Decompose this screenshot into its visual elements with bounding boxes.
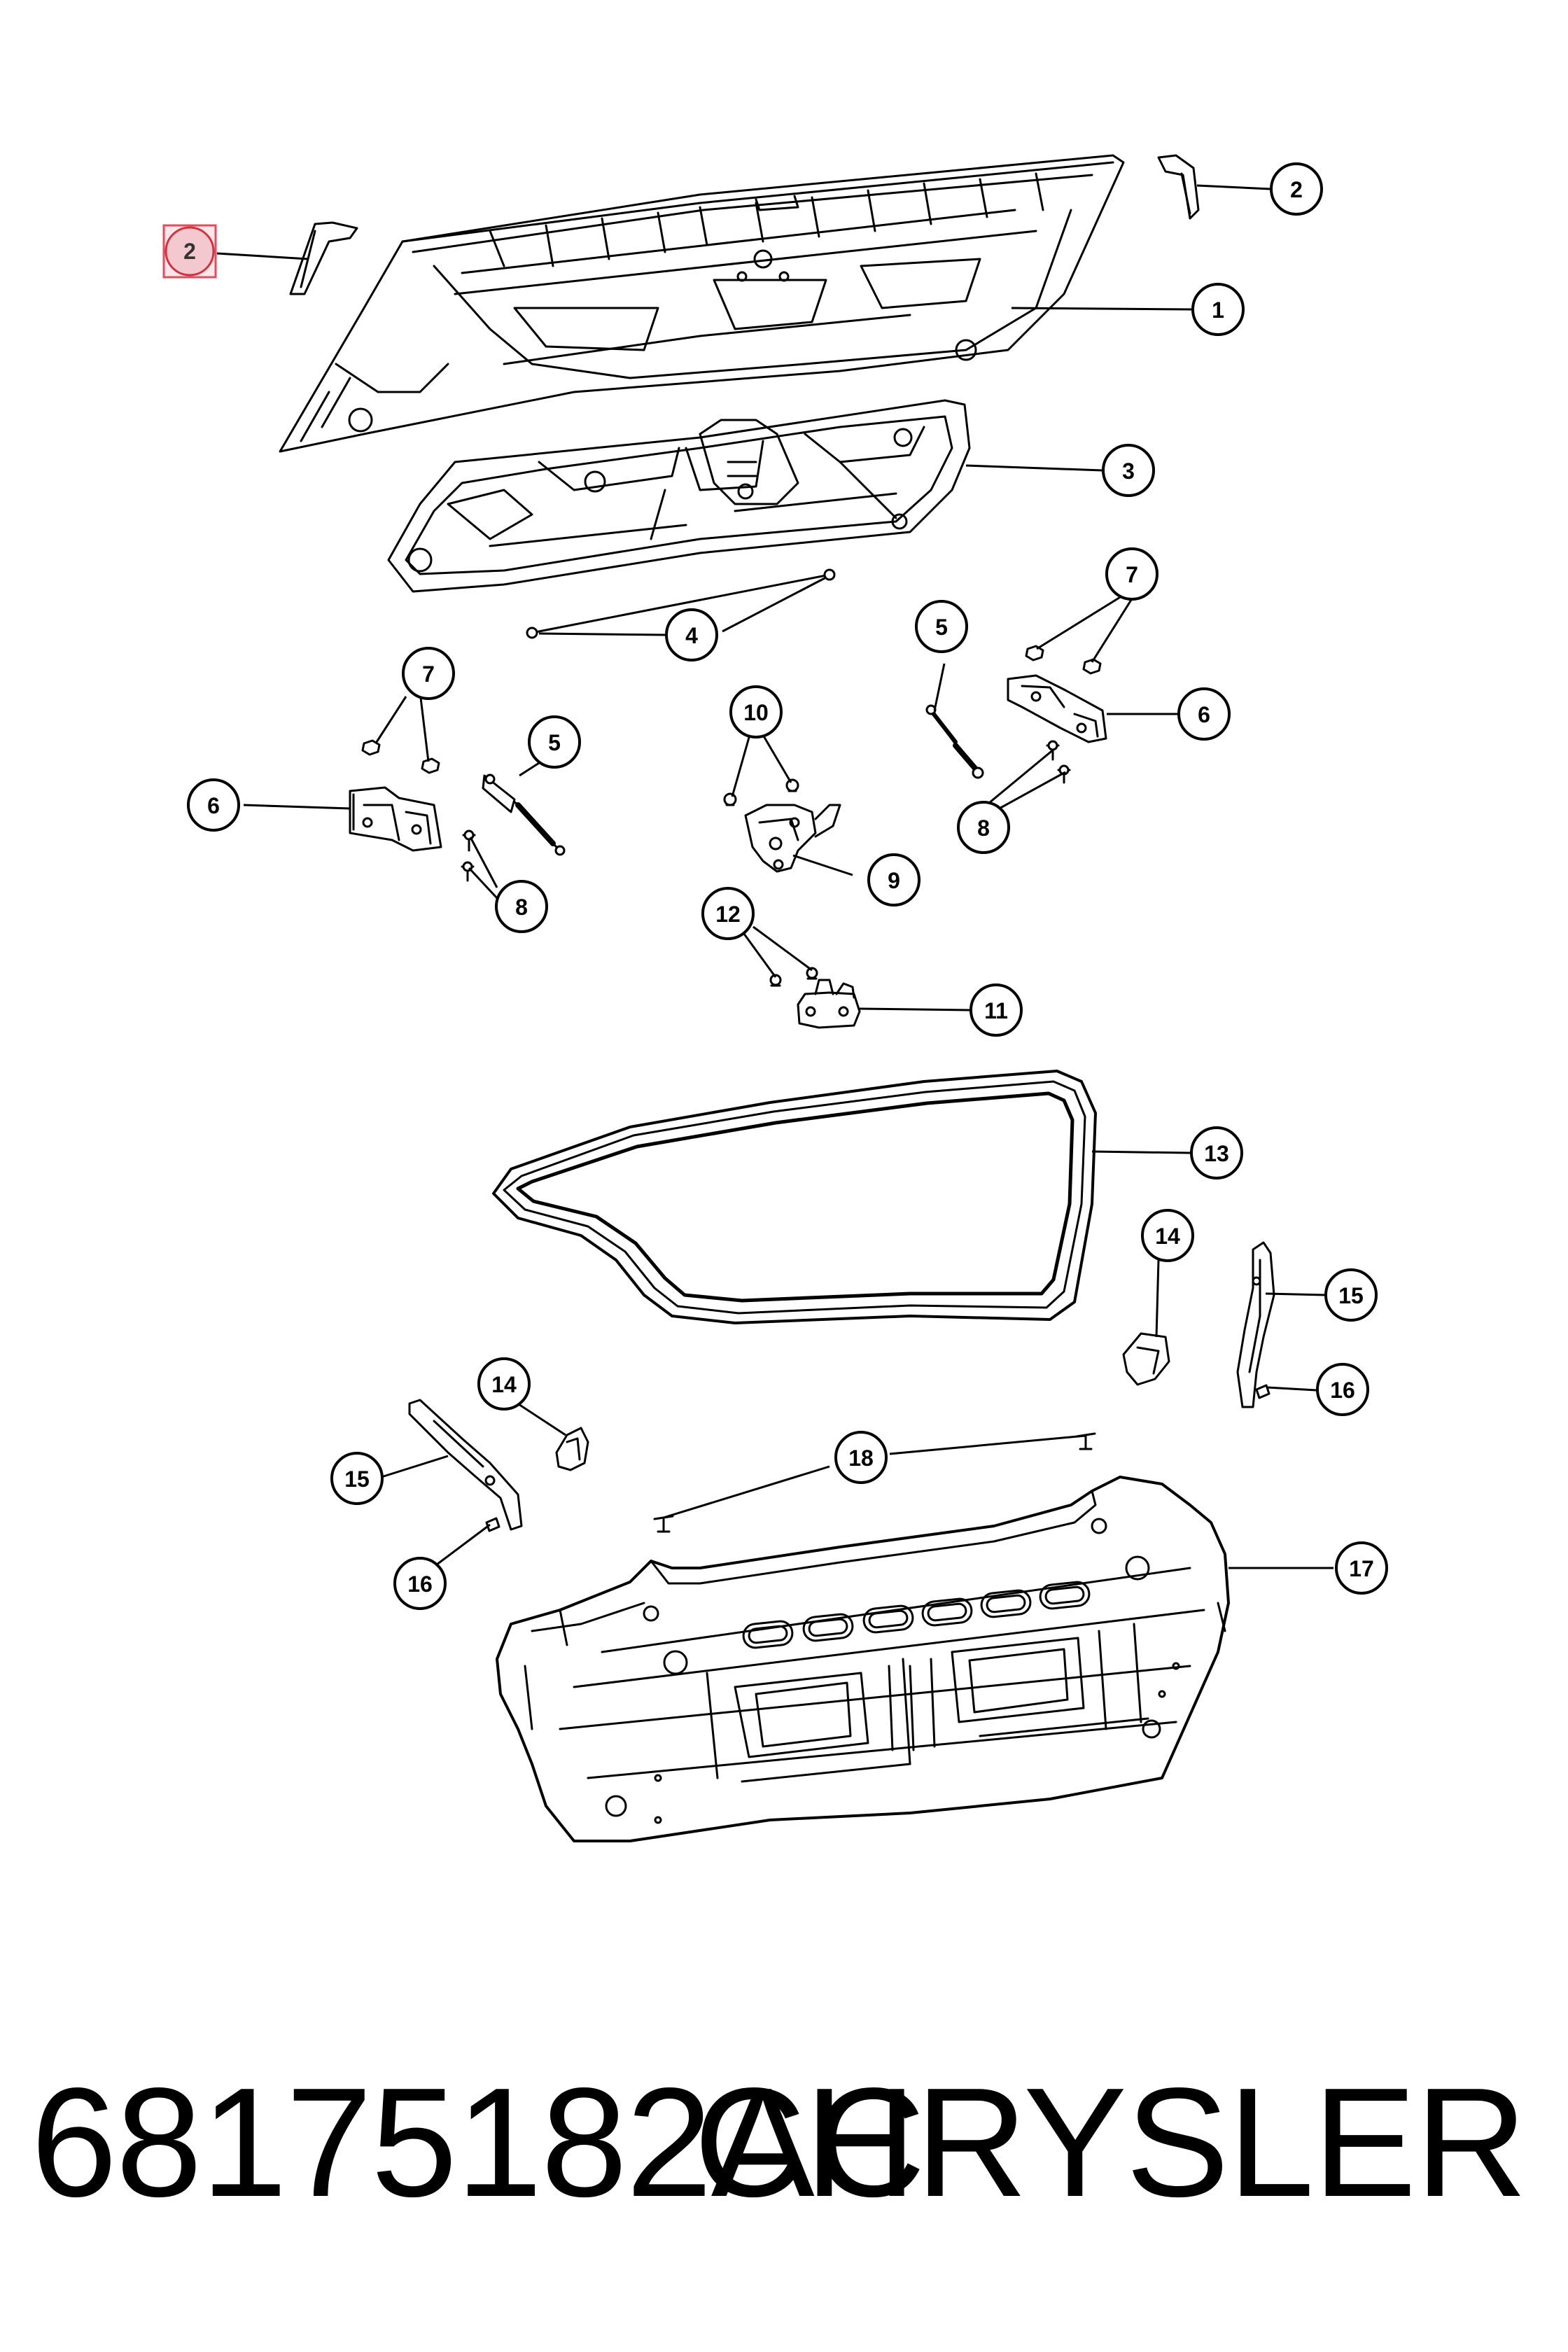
- callout-2-highlighted[interactable]: 2: [162, 224, 217, 279]
- callout-15[interactable]: 15: [330, 1452, 384, 1505]
- callout-label: 2: [1290, 177, 1303, 202]
- deck-lid-part: [279, 154, 1125, 453]
- callout-label: 17: [1349, 1556, 1374, 1581]
- callout-label: 16: [407, 1572, 433, 1597]
- callout-14[interactable]: 14: [477, 1357, 531, 1410]
- callout-label: 9: [888, 868, 900, 893]
- callout-label: 16: [1330, 1378, 1355, 1403]
- callout-label: 15: [1338, 1283, 1364, 1308]
- deck-lid-inner-panel-part: [387, 399, 971, 593]
- footer: 68175182AC CHRYSLER: [0, 2044, 1568, 2254]
- striker-part: [797, 979, 861, 1029]
- strap-left-part: [408, 1399, 523, 1531]
- callout-16[interactable]: 16: [393, 1557, 447, 1610]
- callout-16[interactable]: 16: [1316, 1363, 1369, 1416]
- strut-right-part: [925, 704, 984, 779]
- nut-left-b-part: [421, 757, 440, 774]
- nut-right-a-part: [1025, 645, 1044, 662]
- clip-left-part: [555, 1427, 589, 1471]
- callout-label: 7: [422, 662, 435, 687]
- callout-label: 3: [1122, 458, 1135, 484]
- callout-3[interactable]: 3: [1102, 444, 1155, 497]
- callout-7[interactable]: 7: [1105, 547, 1158, 601]
- callout-label: 1: [1212, 298, 1224, 323]
- callout-label: 5: [935, 615, 948, 640]
- callout-label: 7: [1126, 562, 1138, 587]
- callout-2[interactable]: 2: [1270, 162, 1323, 216]
- callout-label: 14: [1155, 1224, 1180, 1249]
- weatherstrip-seal-part: [492, 1070, 1097, 1324]
- callout-label: 18: [848, 1446, 874, 1471]
- callout-8[interactable]: 8: [957, 801, 1010, 854]
- callout-15[interactable]: 15: [1324, 1268, 1378, 1322]
- callout-label: 13: [1204, 1141, 1229, 1166]
- pushpin-left-part: [485, 1517, 500, 1532]
- callout-11[interactable]: 11: [969, 983, 1023, 1037]
- callout-5[interactable]: 5: [915, 600, 968, 653]
- rod-part: [526, 568, 836, 639]
- strap-right-part: [1236, 1241, 1275, 1408]
- callout-6[interactable]: 6: [187, 778, 240, 832]
- callout-5[interactable]: 5: [528, 715, 581, 769]
- callout-label: 14: [491, 1372, 517, 1397]
- callout-7[interactable]: 7: [402, 647, 455, 700]
- latch-part: [744, 804, 841, 873]
- fastener-10a-part: [723, 792, 737, 806]
- callout-label: 8: [515, 895, 528, 920]
- callout-label: 15: [344, 1466, 370, 1492]
- hinge-right-part: [1007, 674, 1107, 743]
- callout-label: 5: [548, 730, 561, 755]
- callout-14[interactable]: 14: [1141, 1209, 1194, 1262]
- callout-label: 10: [743, 700, 769, 725]
- callout-17[interactable]: 17: [1335, 1541, 1388, 1595]
- hinge-left-part: [349, 786, 442, 852]
- callout-8[interactable]: 8: [495, 880, 548, 933]
- fastener-18a-part: [653, 1515, 674, 1533]
- callout-9[interactable]: 9: [867, 853, 920, 906]
- callout-10[interactable]: 10: [729, 685, 783, 738]
- callout-18[interactable]: 18: [834, 1431, 888, 1484]
- leader-lines: [216, 184, 1334, 1569]
- fastener-10b-part: [785, 778, 799, 792]
- callout-label: 12: [715, 902, 741, 927]
- bolt-right-b-part: [1057, 764, 1071, 784]
- screw-12b-part: [806, 967, 818, 980]
- brand-name: CHRYSLER: [694, 2056, 1527, 2230]
- callout-label: 4: [685, 623, 698, 648]
- rear-panel-part: [496, 1476, 1230, 1842]
- bolt-right-a-part: [1046, 740, 1060, 761]
- callout-12[interactable]: 12: [701, 887, 755, 940]
- part-number: 68175182AC: [31, 2056, 925, 2230]
- callout-label: 11: [984, 998, 1008, 1023]
- callout-label: 8: [977, 816, 990, 841]
- clip-right-part: [1122, 1332, 1170, 1386]
- callout-6[interactable]: 6: [1177, 687, 1231, 741]
- nut-left-a-part: [361, 739, 381, 756]
- strut-left-part: [482, 774, 566, 856]
- callout-13[interactable]: 13: [1190, 1126, 1243, 1180]
- callout-label: 2: [183, 239, 196, 264]
- callout-1[interactable]: 1: [1191, 283, 1245, 336]
- bracket-right-part: [1157, 154, 1200, 220]
- callout-label: 6: [1198, 702, 1210, 727]
- pushpin-right-part: [1255, 1384, 1270, 1399]
- callout-label: 6: [207, 793, 220, 818]
- screw-12a-part: [769, 974, 782, 987]
- callout-4[interactable]: 4: [665, 608, 718, 662]
